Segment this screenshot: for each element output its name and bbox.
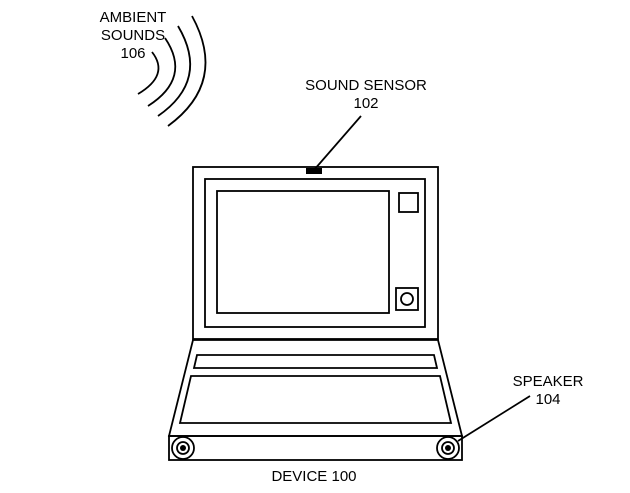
speaker-label: SPEAKER xyxy=(513,373,584,390)
ambient-sounds-label-line1: AMBIENT xyxy=(100,9,167,26)
sound-sensor-102 xyxy=(306,168,322,174)
display-screen xyxy=(216,190,390,314)
ambient-sound-waves xyxy=(137,15,207,127)
home-button xyxy=(395,287,419,311)
laptop-base xyxy=(167,339,464,461)
speaker-leader xyxy=(457,395,531,442)
home-button-icon xyxy=(400,292,414,306)
speaker-right-104 xyxy=(436,436,460,460)
ambient-sounds-label-line2: SOUNDS xyxy=(101,27,165,44)
base-top-strip xyxy=(192,354,439,369)
speaker-left-104 xyxy=(171,436,195,460)
laptop-lid xyxy=(192,166,439,340)
speaker-ref: 104 xyxy=(535,391,560,408)
keyboard-area xyxy=(178,375,453,424)
sound-sensor-leader xyxy=(313,115,362,171)
base-front-edge xyxy=(168,435,463,461)
ambient-sounds-ref: 106 xyxy=(120,45,145,62)
camera-square xyxy=(398,192,419,213)
lid-outer xyxy=(192,166,439,340)
sound-sensor-label: SOUND SENSOR xyxy=(305,77,427,94)
sound-sensor-ref: 102 xyxy=(353,95,378,112)
lid-bezel xyxy=(204,178,426,328)
device-label: DEVICE 100 xyxy=(271,468,356,485)
